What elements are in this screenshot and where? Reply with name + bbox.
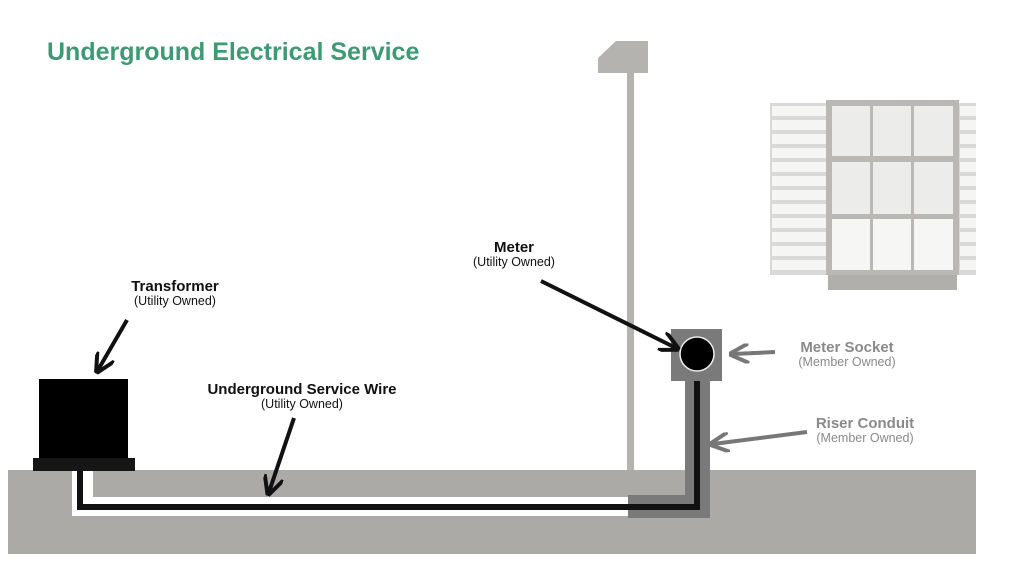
transformer [39, 379, 128, 461]
service-wire-arrow [269, 417, 296, 492]
riser-conduit-label: Riser Conduit (Member Owned) [805, 416, 925, 445]
meter-owner: (Utility Owned) [473, 254, 555, 269]
meter-socket-label: Meter Socket (Member Owned) [787, 340, 907, 369]
pole-lamp [598, 41, 648, 73]
riser-conduit-owner: (Member Owned) [816, 430, 914, 445]
riser-conduit-name: Riser Conduit [815, 415, 915, 432]
pole [627, 70, 634, 470]
service-wire-label: Underground Service Wire (Utility Owned) [192, 382, 412, 411]
riser-conduit-arrow [713, 430, 808, 444]
service-wire [77, 375, 700, 510]
transformer-arrow [98, 318, 129, 370]
meter-socket-owner: (Member Owned) [798, 354, 896, 369]
transformer-base [33, 458, 135, 471]
meter-arrow [540, 279, 676, 348]
transformer-owner: (Utility Owned) [134, 293, 216, 308]
riser-conduit-shape [628, 380, 710, 518]
service-wire-name: Underground Service Wire [207, 381, 397, 398]
service-wire-owner: (Utility Owned) [261, 396, 343, 411]
meter [679, 336, 715, 372]
meter-socket-arrow [733, 352, 776, 354]
transformer-name: Transformer [131, 278, 219, 295]
diagram-title: Underground Electrical Service [47, 38, 420, 66]
transformer-label: Transformer (Utility Owned) [110, 279, 240, 308]
meter-socket-name: Meter Socket [800, 339, 894, 356]
window [770, 100, 976, 290]
meter-label: Meter (Utility Owned) [454, 240, 574, 269]
meter-name: Meter [493, 239, 534, 256]
